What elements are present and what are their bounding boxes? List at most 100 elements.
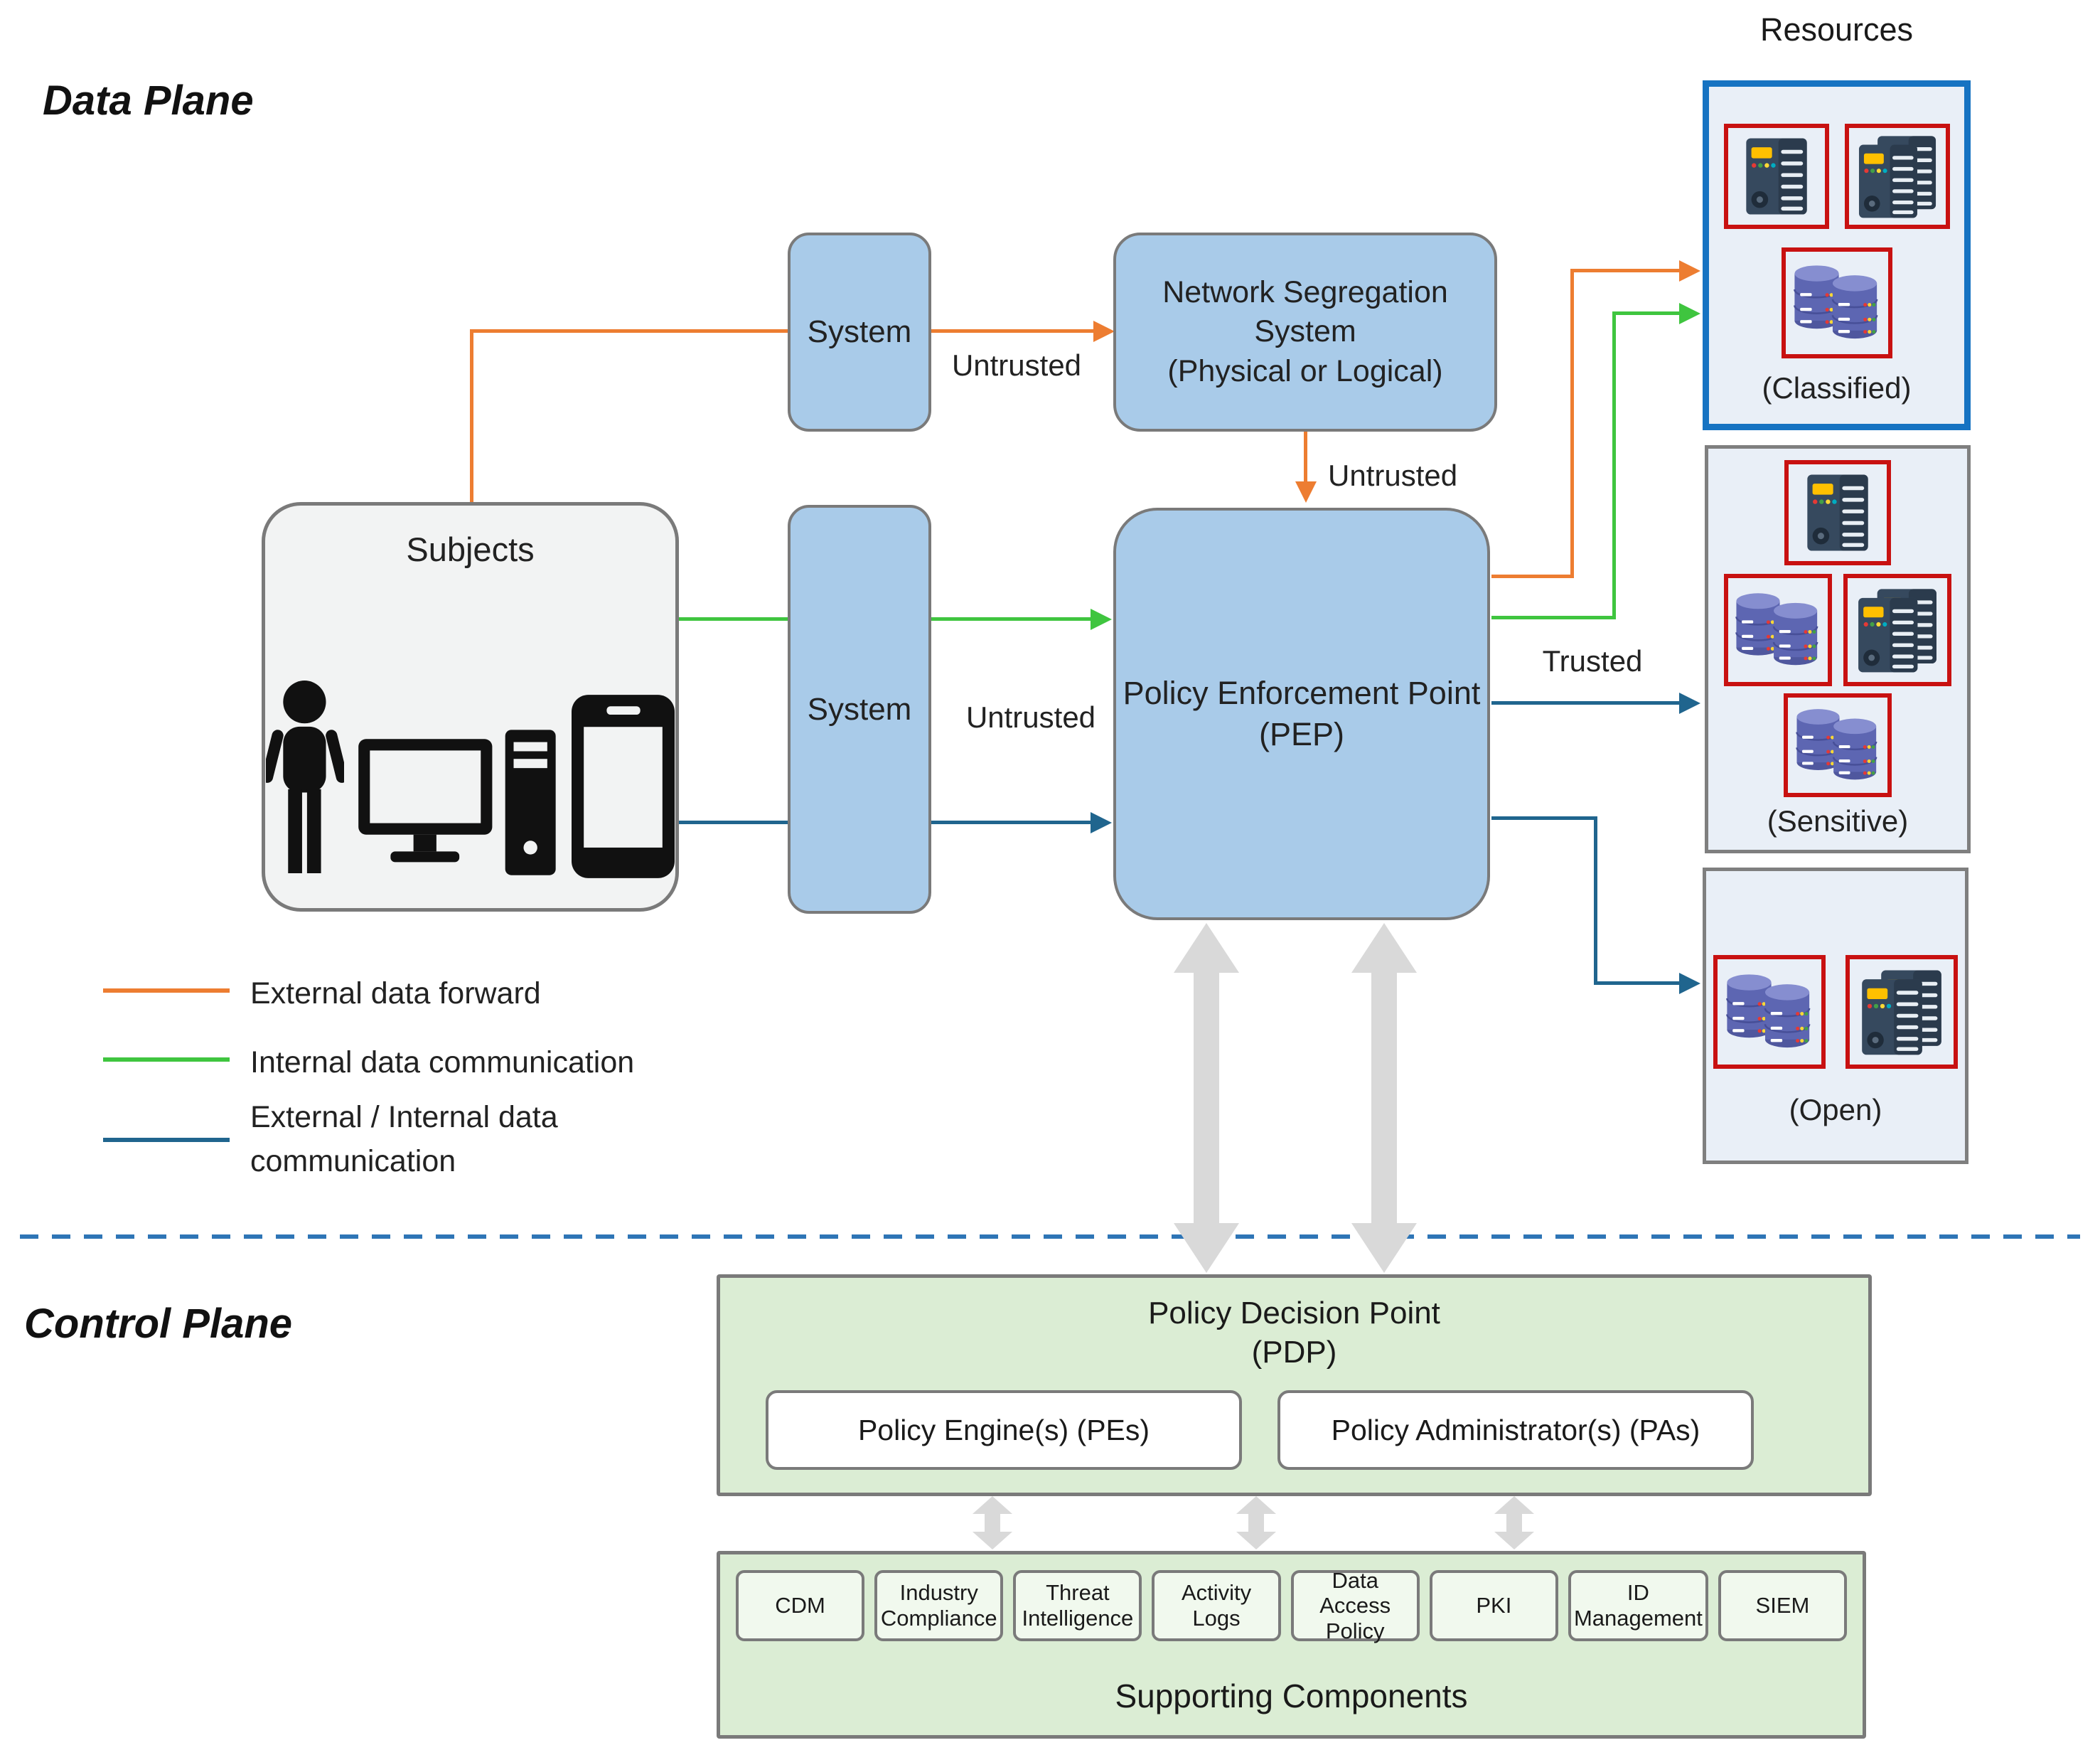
chip-pki: PKI bbox=[1429, 1570, 1558, 1641]
pep-pdp-arrow-right bbox=[1351, 923, 1417, 1273]
nss-line1: Network Segregation bbox=[1162, 275, 1448, 310]
nss-line2: System bbox=[1254, 314, 1356, 349]
classified-row-2 bbox=[1781, 247, 1892, 358]
data-plane-title: Data Plane bbox=[43, 78, 254, 124]
chip-threat-intelligence: Threat Intelligence bbox=[1013, 1570, 1142, 1641]
desktop-computer-icon bbox=[358, 716, 557, 878]
edge-pep-down-extint bbox=[1594, 816, 1597, 985]
edge-external-to-nss bbox=[470, 329, 1095, 333]
classified-database-item bbox=[1781, 247, 1892, 358]
edge-pep-up-external bbox=[1570, 269, 1574, 578]
policy-administrator-box: Policy Administrator(s) (PAs) bbox=[1277, 1390, 1754, 1470]
open-resources-box: (Open) bbox=[1703, 868, 1968, 1164]
server-stack-icon bbox=[1854, 132, 1941, 220]
pep-box: Policy Enforcement Point (PEP) bbox=[1113, 508, 1490, 920]
classified-caption: (Classified) bbox=[1762, 371, 1912, 405]
pdp-supporting-arrow-2 bbox=[1236, 1496, 1276, 1549]
person-icon bbox=[266, 681, 344, 878]
arrowhead-external-into-classified bbox=[1679, 260, 1700, 282]
pdp-line1: Policy Decision Point bbox=[1148, 1296, 1440, 1330]
chip-data-access-policy: Data Access Policy bbox=[1290, 1568, 1420, 1643]
server-stack-icon bbox=[1857, 966, 1946, 1057]
system-bottom-box: System bbox=[788, 505, 931, 914]
pep-pdp-arrow-left bbox=[1174, 923, 1239, 1273]
server-icon bbox=[1802, 471, 1873, 555]
chip-industry-compliance: Industry Compliance bbox=[874, 1570, 1004, 1641]
sensitive-resources-box: (Sensitive) bbox=[1705, 445, 1971, 853]
legend-label-external-internal: External / Internal data communication bbox=[250, 1100, 558, 1179]
sensitive-database-item bbox=[1724, 574, 1832, 686]
arrowhead-internal-into-classified bbox=[1679, 303, 1700, 324]
system-top-label: System bbox=[807, 314, 912, 349]
label-untrusted-system-to-nss: Untrusted bbox=[951, 348, 1082, 382]
classified-server-item bbox=[1723, 124, 1829, 229]
supporting-chip-row: CDM Industry Compliance Threat Intellige… bbox=[736, 1568, 1848, 1643]
server-icon bbox=[1741, 134, 1812, 218]
pep-line1: Policy Enforcement Point bbox=[1123, 674, 1481, 711]
sensitive-caption: (Sensitive) bbox=[1767, 804, 1909, 838]
classified-resources-box: (Classified) bbox=[1703, 80, 1971, 430]
supporting-components-label: Supporting Components bbox=[1115, 1677, 1468, 1714]
subjects-icon-row bbox=[265, 681, 675, 878]
nss-line3: (Physical or Logical) bbox=[1167, 353, 1443, 388]
policy-engine-box: Policy Engine(s) (PEs) bbox=[766, 1390, 1242, 1470]
open-caption: (Open) bbox=[1789, 1093, 1882, 1126]
arrowhead-extint-into-pep bbox=[1091, 812, 1112, 833]
supporting-components-box: CDM Industry Compliance Threat Intellige… bbox=[717, 1551, 1866, 1739]
plane-separator-dashed-line bbox=[20, 1234, 2080, 1239]
smartphone-icon bbox=[572, 695, 675, 878]
edge-extint-to-open bbox=[1594, 981, 1681, 985]
open-database-item bbox=[1713, 955, 1826, 1069]
legend-label-external-forward: External data forward bbox=[250, 976, 541, 1010]
pdp-supporting-arrow-1 bbox=[973, 1496, 1012, 1549]
label-untrusted-system-to-pep: Untrusted bbox=[965, 700, 1096, 734]
edge-external-subjects-up bbox=[470, 330, 473, 503]
chip-activity-logs: Activity Logs bbox=[1152, 1570, 1281, 1641]
edge-internal-to-classified bbox=[1612, 311, 1681, 315]
chip-id-management: ID Management bbox=[1568, 1570, 1708, 1641]
edge-external-to-classified bbox=[1570, 269, 1681, 272]
network-segregation-box: Network Segregation System (Physical or … bbox=[1113, 233, 1497, 432]
sensitive-row-2 bbox=[1724, 574, 1951, 686]
chip-siem: SIEM bbox=[1718, 1570, 1848, 1641]
database-stack-icon bbox=[1723, 971, 1816, 1052]
resources-title: Resources bbox=[1759, 11, 1914, 48]
arrowhead-nss-into-pep bbox=[1295, 481, 1317, 503]
legend-line-external-forward bbox=[103, 988, 230, 993]
control-plane-title: Control Plane bbox=[24, 1301, 293, 1347]
arrowhead-external-into-nss bbox=[1093, 321, 1115, 342]
sensitive-server-stack-item bbox=[1843, 574, 1951, 686]
pep-line2: (PEP) bbox=[1258, 716, 1344, 752]
pdp-label: Policy Decision Point (PDP) bbox=[720, 1293, 1868, 1372]
edge-pep-right-extint-1 bbox=[1491, 816, 1597, 820]
subjects-label: Subjects bbox=[406, 530, 535, 568]
edge-trusted-pep-to-sensitive bbox=[1491, 701, 1681, 705]
system-top-box: System bbox=[788, 233, 931, 432]
sensitive-database-item-2 bbox=[1784, 693, 1892, 797]
label-trusted-pep-to-sensitive: Trusted bbox=[1542, 644, 1643, 678]
system-bottom-label: System bbox=[807, 691, 912, 727]
sensitive-row-3 bbox=[1784, 693, 1892, 797]
chip-cdm: CDM bbox=[736, 1570, 865, 1641]
legend-line-external-internal bbox=[103, 1138, 230, 1142]
arrowhead-extint-into-open bbox=[1679, 973, 1700, 994]
classified-row-1 bbox=[1723, 124, 1950, 229]
arrowhead-trusted-into-sensitive bbox=[1679, 693, 1700, 714]
database-stack-icon bbox=[1791, 262, 1883, 343]
label-untrusted-nss-to-pep: Untrusted bbox=[1328, 459, 1458, 492]
database-stack-icon bbox=[1732, 590, 1823, 670]
sensitive-row-1 bbox=[1784, 460, 1891, 565]
edge-nss-down-to-pep bbox=[1304, 432, 1307, 483]
network-segregation-label: Network Segregation System (Physical or … bbox=[1116, 273, 1494, 390]
sensitive-server-item bbox=[1784, 460, 1891, 565]
pdp-box: Policy Decision Point (PDP) Policy Engin… bbox=[717, 1274, 1872, 1496]
legend-label-internal-communication: Internal data communication bbox=[250, 1045, 635, 1079]
edge-pep-right-external-1 bbox=[1491, 575, 1574, 578]
pdp-supporting-arrow-3 bbox=[1494, 1496, 1534, 1549]
pdp-line2: (PDP) bbox=[1251, 1335, 1337, 1370]
open-server-stack-item bbox=[1845, 955, 1958, 1069]
edge-pep-right-internal-1 bbox=[1491, 616, 1616, 619]
database-stack-icon bbox=[1793, 706, 1882, 784]
server-stack-icon bbox=[1853, 585, 1941, 675]
